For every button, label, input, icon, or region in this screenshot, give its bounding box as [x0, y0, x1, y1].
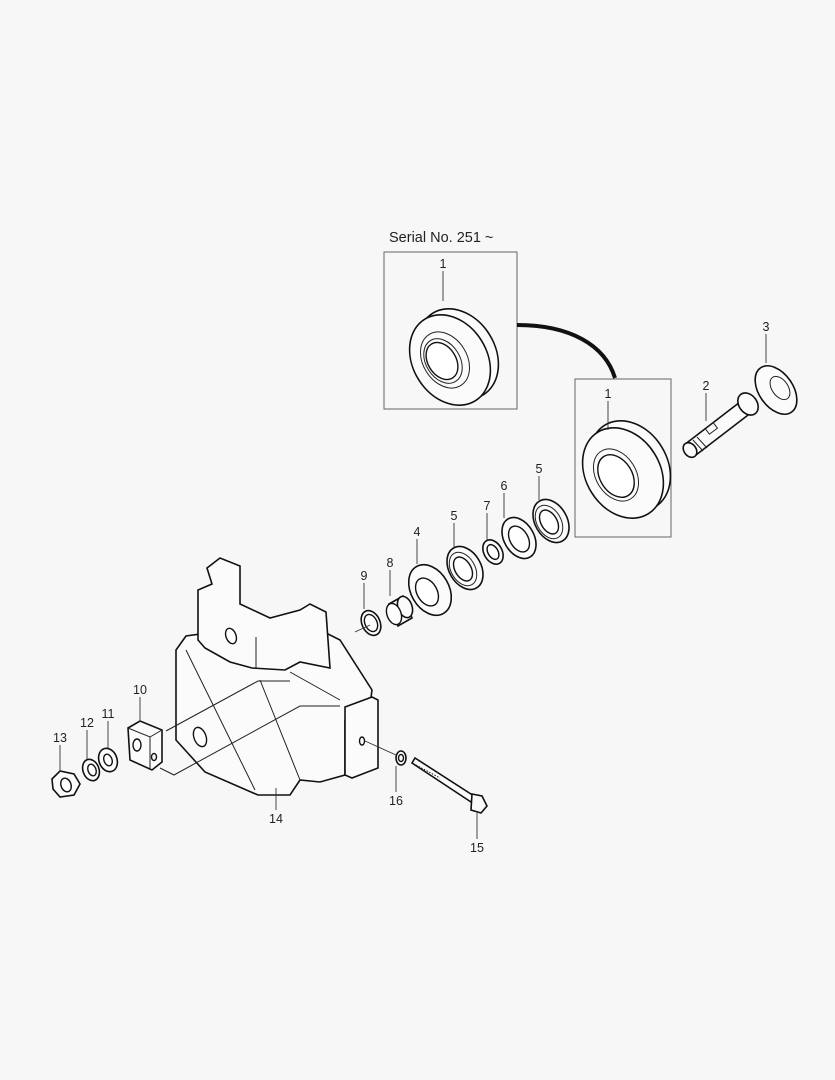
callout-14: 14 [269, 812, 283, 826]
callout-15: 15 [470, 841, 484, 855]
callout-3: 3 [763, 320, 770, 334]
callout-16: 16 [389, 794, 403, 808]
bearing-part-5a [446, 545, 484, 591]
washer-part-11 [97, 747, 119, 773]
callout-4: 4 [414, 525, 421, 539]
ring-part-7 [482, 539, 504, 565]
collar-part-8 [385, 594, 414, 628]
spring-washer-part-12 [81, 758, 101, 782]
pulley-part-1 [581, 420, 672, 519]
callout-13: 13 [53, 731, 67, 745]
block-part-10 [127, 720, 163, 771]
washer-part-9 [360, 609, 382, 637]
callout-9: 9 [361, 569, 368, 583]
washer-part-16 [395, 750, 407, 766]
shaft-part-2 [682, 392, 759, 459]
washer-part-6 [501, 516, 537, 560]
pulley-box [574, 378, 672, 538]
callout-11: 11 [102, 707, 115, 721]
pulley-variant-part-1 [408, 308, 500, 406]
callout-12: 12 [80, 716, 94, 730]
callout-2: 2 [703, 379, 710, 393]
callout-6: 6 [501, 479, 508, 493]
nut-part-13 [51, 770, 81, 798]
serial-number-title: Serial No. 251 ~ [389, 230, 493, 246]
bracket-part-14 [175, 557, 379, 796]
inset-connector-curve [516, 323, 617, 379]
callout-5a: 5 [451, 509, 458, 523]
callout-10: 10 [133, 683, 147, 697]
bolt-part-15 [410, 756, 488, 814]
spacer-part-4 [407, 563, 453, 617]
cover-disc-part-3 [754, 365, 798, 415]
callout-1: 1 [605, 387, 612, 401]
bearing-part-5b [532, 498, 570, 544]
callout-1-inset: 1 [440, 257, 447, 271]
callout-8: 8 [387, 556, 394, 570]
callout-7: 7 [484, 499, 491, 513]
inset-box-serial-251 [383, 251, 518, 410]
callout-5b: 5 [536, 462, 543, 476]
